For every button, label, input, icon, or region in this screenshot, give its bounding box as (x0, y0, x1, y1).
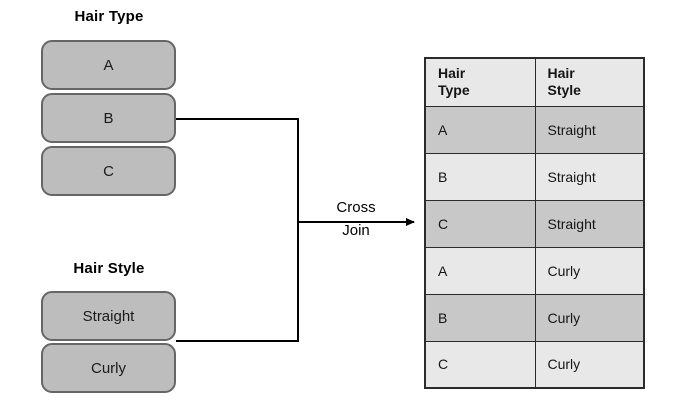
cell-hair-style: Curly (534, 246, 645, 295)
cell-hair-style: Straight (534, 105, 645, 154)
cell-hair-type: C (424, 199, 536, 248)
cell-hair-type: B (424, 152, 536, 201)
column-header-hair-style-line2: Style (547, 82, 581, 99)
hair-style-item-straight-label: Straight (82, 307, 135, 325)
hair-type-group-title: Hair Type (74, 8, 144, 25)
table-row: C Curly (424, 340, 645, 389)
cell-hair-style: Curly (534, 293, 645, 342)
cell-hair-type: C (424, 340, 536, 389)
hair-style-item-straight[interactable]: Straight (41, 291, 176, 341)
hair-style-item-curly[interactable]: Curly (41, 343, 176, 393)
hair-type-item-a-label: A (103, 56, 114, 74)
hair-type-item-c-label: C (103, 162, 114, 180)
hair-type-item-c[interactable]: C (41, 146, 176, 196)
table-header-row: Hair Type Hair Style (424, 57, 645, 107)
column-header-hair-type-line1: Hair (438, 64, 466, 81)
cell-hair-style: Curly (534, 340, 645, 389)
hair-style-group-title: Hair Style (73, 260, 145, 277)
table-row: A Straight (424, 105, 645, 154)
column-header-hair-type-line2: Type (438, 82, 470, 99)
cross-join-label-line1: Cross (336, 199, 376, 216)
cell-hair-type: A (424, 246, 536, 295)
cross-join-label-line2: Join (342, 222, 370, 239)
cross-join-result-table: Hair Type Hair Style A Straight B Straig… (424, 57, 645, 389)
table-row: C Straight (424, 199, 645, 248)
hair-style-item-curly-label: Curly (90, 359, 126, 377)
cell-hair-style: Straight (534, 199, 645, 248)
cell-hair-style: Straight (534, 152, 645, 201)
hair-type-item-a[interactable]: A (41, 40, 176, 90)
table-row: A Curly (424, 246, 645, 295)
hair-type-item-b-label: B (103, 109, 114, 127)
column-header-hair-style: Hair Style (534, 57, 645, 107)
table-row: B Curly (424, 293, 645, 342)
table-row: B Straight (424, 152, 645, 201)
cell-hair-type: B (424, 293, 536, 342)
column-header-hair-style-line1: Hair (547, 64, 575, 81)
cell-hair-type: A (424, 105, 536, 154)
hair-type-item-b[interactable]: B (41, 93, 176, 143)
column-header-hair-type: Hair Type (424, 57, 536, 107)
